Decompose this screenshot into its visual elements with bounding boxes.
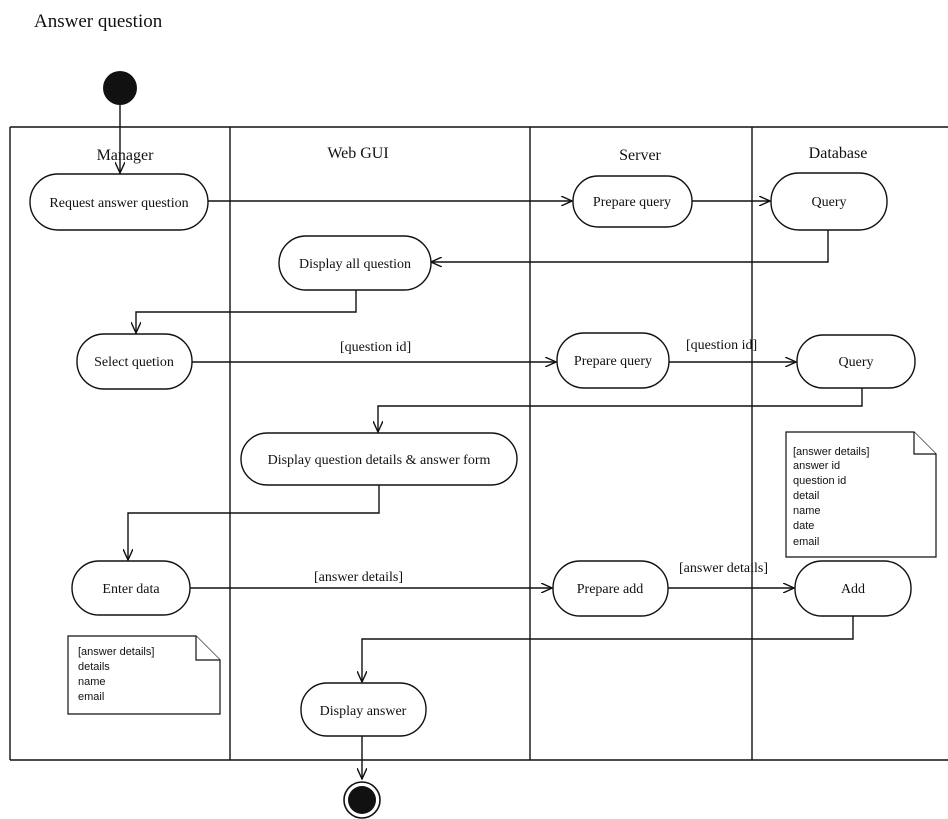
lane-header-web-gui: Web GUI bbox=[327, 145, 388, 162]
edge-display-all-to-select bbox=[136, 290, 357, 333]
guard-answer-details-1: [answer details] bbox=[314, 570, 403, 585]
action-label: Select quetion bbox=[94, 355, 174, 370]
action-prepare-query-1: Prepare query bbox=[572, 175, 693, 228]
action-query-1: Query bbox=[770, 172, 888, 231]
action-label: Query bbox=[839, 355, 874, 370]
action-label: Prepare query bbox=[574, 354, 652, 369]
action-display-question-details: Display question details & answer form bbox=[240, 432, 518, 486]
guard-question-id-1: [question id] bbox=[340, 340, 411, 355]
action-label: Prepare query bbox=[593, 195, 671, 210]
edge-display-details-to-enter-data bbox=[128, 485, 380, 560]
action-label: Request answer question bbox=[49, 196, 188, 211]
action-label: Display all question bbox=[299, 257, 411, 272]
note-line: question id bbox=[793, 475, 846, 487]
lane-header-database: Database bbox=[809, 145, 868, 162]
note-line: date bbox=[793, 520, 814, 532]
action-prepare-add: Prepare add bbox=[552, 560, 669, 617]
guard-answer-details-2: [answer details] bbox=[679, 561, 768, 576]
note-line: [answer details] bbox=[793, 446, 869, 458]
action-query-2: Query bbox=[796, 334, 916, 389]
action-label: Prepare add bbox=[577, 582, 643, 597]
action-label: Display question details & answer form bbox=[268, 453, 491, 468]
note-line: detail bbox=[793, 490, 819, 502]
note-database-answer-details: [answer details] answer id question id d… bbox=[785, 431, 937, 558]
action-label: Add bbox=[841, 582, 865, 597]
action-label: Display answer bbox=[320, 704, 407, 719]
action-enter-data: Enter data bbox=[71, 560, 191, 616]
note-line: name bbox=[78, 676, 106, 688]
note-line: email bbox=[793, 536, 819, 548]
action-request-answer-question: Request answer question bbox=[29, 173, 209, 231]
action-display-answer: Display answer bbox=[300, 682, 427, 737]
action-display-all-question: Display all question bbox=[278, 235, 432, 291]
note-line: [answer details] bbox=[78, 646, 154, 658]
edge-add-to-display-answer bbox=[362, 616, 854, 682]
initial-node bbox=[103, 71, 137, 105]
note-line: name bbox=[793, 505, 821, 517]
final-node bbox=[343, 781, 381, 819]
swimlane-frame bbox=[9, 126, 948, 761]
action-add: Add bbox=[794, 560, 912, 617]
diagram-title: Answer question bbox=[34, 11, 163, 32]
guard-question-id-2: [question id] bbox=[686, 338, 757, 353]
edge-query-1-to-display-all bbox=[431, 230, 829, 262]
lane-header-manager: Manager bbox=[97, 147, 155, 164]
note-line: details bbox=[78, 661, 110, 673]
action-prepare-query-2: Prepare query bbox=[556, 332, 670, 389]
edge-query-2-to-display-details bbox=[378, 388, 863, 432]
action-select-question: Select quetion bbox=[76, 333, 193, 390]
action-label: Enter data bbox=[102, 582, 160, 597]
flow-edges bbox=[120, 105, 863, 779]
lane-header-server: Server bbox=[619, 147, 661, 164]
note-manager-answer-details: [answer details] details name email bbox=[67, 635, 221, 715]
action-label: Query bbox=[812, 195, 847, 210]
note-line: answer id bbox=[793, 460, 840, 472]
note-line: email bbox=[78, 691, 104, 703]
